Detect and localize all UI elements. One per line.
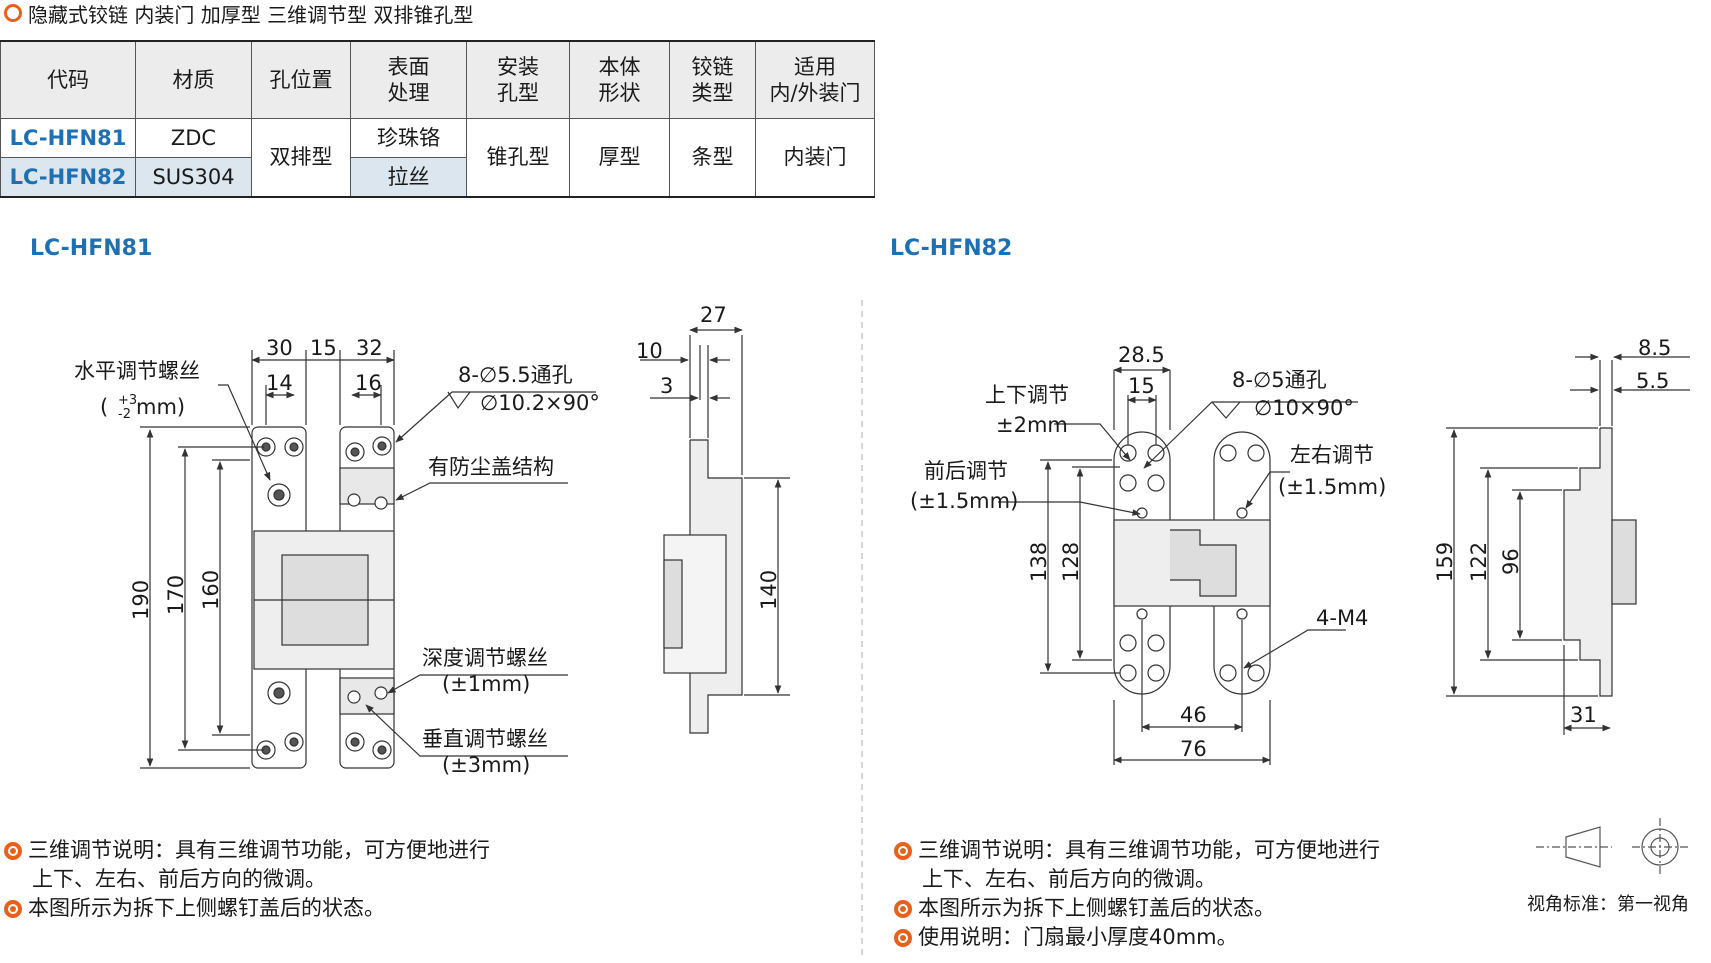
bullet-icon	[894, 842, 912, 860]
label-up-down-range: ±2mm	[996, 413, 1068, 437]
hinge-left-front-view	[140, 350, 596, 769]
label-m4: 4-M4	[1316, 606, 1368, 630]
label-depth-range: (±1mm)	[442, 672, 530, 696]
hinge-left-side-view	[640, 326, 790, 734]
header-hole-position: 孔位置	[251, 40, 351, 119]
circle-bullet-icon	[4, 4, 22, 22]
notes-right: 三维调节说明：具有三维调节功能，可方便地进行 上下、左右、前后方向的微调。 本图…	[894, 836, 1380, 952]
label-front-back: 前后调节	[924, 459, 1008, 483]
label-dust-cover: 有防尘盖结构	[428, 455, 554, 479]
cell-material: ZDC	[135, 118, 252, 158]
note-right-line-2: 上下、左右、前后方向的微调。	[922, 867, 1216, 891]
cell-finish: 珍珠铬	[350, 118, 467, 158]
label-vertical-range: (±3mm)	[442, 753, 530, 777]
dim-96: 96	[1499, 548, 1523, 575]
notes-left: 三维调节说明：具有三维调节功能，可方便地进行 上下、左右、前后方向的微调。 本图…	[4, 836, 490, 923]
label-front-back-range: (±1.5mm)	[910, 489, 1018, 513]
header-mount: 安装孔型	[466, 40, 570, 119]
label-h-adjust-up: +3	[118, 393, 137, 408]
cell-hole-position: 双排型	[251, 118, 351, 198]
label-left-csk: ∅10.2×90°	[480, 391, 600, 415]
dim-160: 160	[199, 570, 223, 610]
header-material: 材质	[135, 40, 252, 119]
label-h-adjust-paren: (	[100, 395, 108, 419]
table-row: LC-HFN81 ZDC 双排型 珍珠铬 锥孔型 厚型 条型 内装门	[0, 118, 875, 198]
dim-31: 31	[1570, 703, 1597, 727]
bullet-icon	[894, 929, 912, 947]
note-left-line-2: 上下、左右、前后方向的微调。	[32, 867, 326, 891]
hinge-right-front-view	[998, 366, 1358, 765]
label-right-holes: 8-∅5通孔	[1232, 368, 1327, 392]
dim-3: 3	[660, 374, 673, 398]
label-h-adjust: 水平调节螺丝	[74, 359, 200, 383]
title-text: 隐藏式铰链 内装门 加厚型 三维调节型 双排锥孔型	[28, 2, 474, 27]
table-row: LC-HFN82 SUS304 拉丝	[0, 157, 875, 198]
dim-159: 159	[1433, 542, 1457, 582]
dim-10: 10	[636, 339, 663, 363]
dim-5-5: 5.5	[1636, 369, 1669, 393]
cell-code: LC-HFN82	[0, 157, 136, 198]
header-code: 代码	[0, 40, 136, 119]
label-depth-adjust: 深度调节螺丝	[422, 646, 548, 670]
dim-27: 27	[700, 303, 727, 327]
header-hinge-type: 铰链类型	[669, 40, 756, 119]
section-title-right: LC-HFN82	[890, 236, 1013, 261]
table-header-row: 代码 材质 孔位置 表面处理 安装孔型 本体形状 铰链类型 适用内/外装门	[0, 40, 875, 119]
bullet-icon	[4, 842, 22, 860]
dim-8-5: 8.5	[1638, 336, 1671, 360]
dim-14: 14	[266, 371, 293, 395]
dim-15-right: 15	[1128, 374, 1155, 398]
dim-32: 32	[356, 336, 383, 360]
label-left-right: 左右调节	[1290, 443, 1374, 467]
cell-material: SUS304	[135, 157, 252, 198]
page-title: 隐藏式铰链 内装门 加厚型 三维调节型 双排锥孔型	[0, 0, 474, 27]
label-left-right-range: (±1.5mm)	[1278, 475, 1386, 499]
dim-16: 16	[355, 371, 382, 395]
label-h-adjust-unit: mm)	[136, 395, 185, 419]
cell-body: 厚型	[569, 118, 670, 198]
dim-122: 122	[1467, 542, 1491, 582]
dim-15-left: 15	[310, 336, 337, 360]
header-finish: 表面处理	[350, 40, 467, 119]
view-standard-label: 视角标准：第一视角	[1527, 894, 1689, 915]
bullet-icon	[4, 900, 22, 918]
cell-finish: 拉丝	[350, 157, 467, 198]
spec-table: 代码 材质 孔位置 表面处理 安装孔型 本体形状 铰链类型 适用内/外装门 LC…	[0, 40, 875, 198]
first-angle-projection-icon	[1536, 818, 1688, 876]
label-right-csk: ∅10×90°	[1254, 396, 1354, 420]
dim-170: 170	[164, 575, 188, 615]
dim-190: 190	[129, 580, 153, 620]
dim-138: 138	[1027, 542, 1051, 582]
dim-30: 30	[266, 336, 293, 360]
label-up-down: 上下调节	[985, 383, 1069, 407]
dim-28-5: 28.5	[1118, 343, 1165, 367]
label-vertical-adjust: 垂直调节螺丝	[422, 727, 548, 751]
dim-46: 46	[1180, 703, 1207, 727]
section-title-left: LC-HFN81	[30, 236, 153, 261]
dim-128: 128	[1059, 542, 1083, 582]
bullet-icon	[894, 900, 912, 918]
dim-76: 76	[1180, 737, 1207, 761]
header-body: 本体形状	[569, 40, 670, 119]
header-door: 适用内/外装门	[755, 40, 875, 119]
label-left-holes: 8-∅5.5通孔	[458, 363, 573, 387]
label-h-adjust-down: -2	[118, 407, 131, 422]
dim-140: 140	[757, 570, 781, 610]
cell-door: 内装门	[755, 118, 875, 198]
hinge-right-side-view	[1446, 353, 1690, 735]
